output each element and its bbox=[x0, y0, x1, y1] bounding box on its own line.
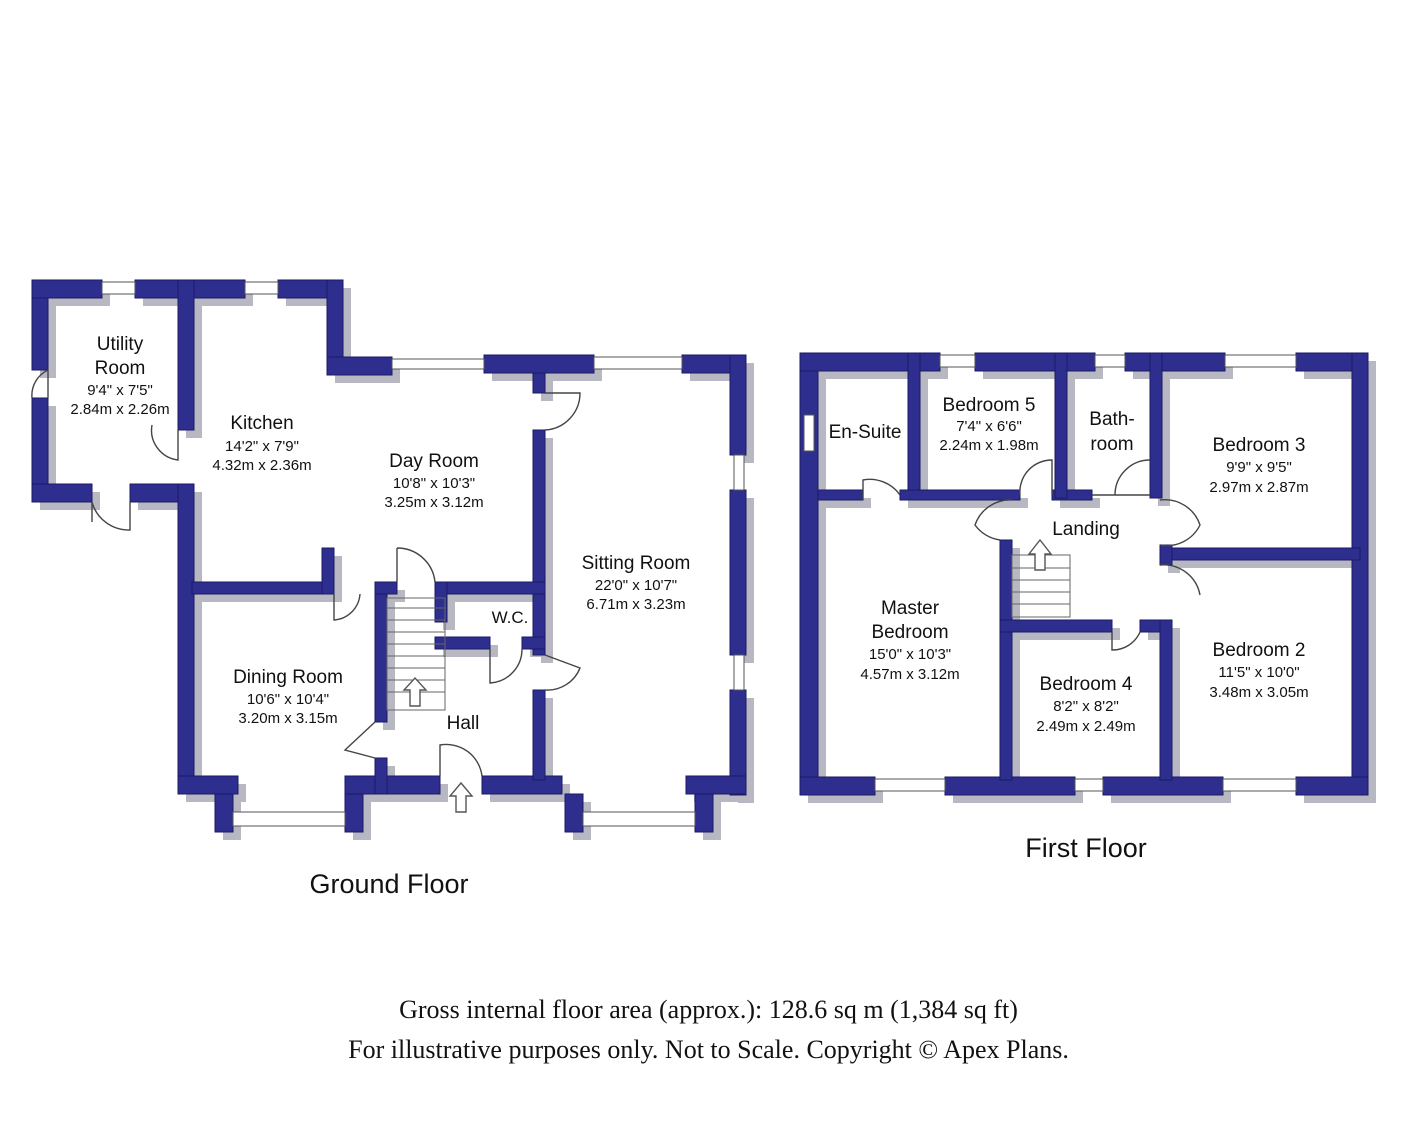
bedroom4-metric: 2.49m x 2.49m bbox=[1036, 718, 1135, 735]
dining-room-metric: 3.20m x 3.15m bbox=[238, 710, 337, 727]
bedroom3-label: Bedroom 3 bbox=[1213, 435, 1306, 456]
sitting-room-imperial: 22'0" x 10'7" bbox=[595, 577, 677, 594]
master-bedroom-metric: 4.57m x 3.12m bbox=[860, 666, 959, 683]
day-room-label: Day Room bbox=[389, 451, 479, 472]
dining-room-imperial: 10'6" x 10'4" bbox=[247, 691, 329, 708]
bedroom3-imperial: 9'9" x 9'5" bbox=[1226, 459, 1292, 476]
bedroom2-imperial: 11'5" x 10'0" bbox=[1218, 664, 1299, 681]
hall-label: Hall bbox=[447, 713, 480, 734]
entrance-arrow-icon bbox=[448, 781, 474, 813]
utility-label-2: Room bbox=[95, 358, 146, 379]
master-bedroom-imperial: 15'0" x 10'3" bbox=[869, 646, 951, 663]
floor-area-note: Gross internal floor area (approx.): 128… bbox=[399, 995, 1018, 1024]
kitchen-label: Kitchen bbox=[230, 413, 293, 434]
bedroom5-imperial: 7'4" x 6'6" bbox=[956, 418, 1022, 435]
sitting-room-metric: 6.71m x 3.23m bbox=[586, 596, 685, 613]
day-room-metric: 3.25m x 3.12m bbox=[384, 494, 483, 511]
windows bbox=[101, 281, 1297, 827]
kitchen-metric: 4.32m x 2.36m bbox=[212, 457, 311, 474]
wc-label: W.C. bbox=[492, 608, 529, 627]
bedroom2-metric: 3.48m x 3.05m bbox=[1209, 684, 1308, 701]
labels-first: En-Suite Bedroom 5 7'4" x 6'6" 2.24m x 1… bbox=[829, 395, 1309, 735]
ground-floor-title: Ground Floor bbox=[309, 869, 468, 899]
bathroom-label-1: Bath- bbox=[1089, 409, 1134, 430]
bedroom3-metric: 2.97m x 2.87m bbox=[1209, 479, 1308, 496]
bedroom2-label: Bedroom 2 bbox=[1213, 640, 1306, 661]
stairs-first bbox=[1011, 538, 1071, 618]
bathroom-label-2: room bbox=[1090, 434, 1133, 455]
doors bbox=[31, 369, 1201, 777]
master-bedroom-label-2: Bedroom bbox=[871, 622, 948, 643]
bedroom5-label: Bedroom 5 bbox=[943, 395, 1036, 416]
labels-ground: Utility Room 9'4" x 7'5" 2.84m x 2.26m K… bbox=[70, 334, 690, 734]
bedroom5-metric: 2.24m x 1.98m bbox=[939, 437, 1038, 454]
walls bbox=[31, 279, 1369, 833]
en-suite-label: En-Suite bbox=[829, 422, 902, 443]
dining-room-label: Dining Room bbox=[233, 667, 343, 688]
bedroom4-label: Bedroom 4 bbox=[1040, 674, 1133, 695]
master-bedroom-label-1: Master bbox=[881, 598, 940, 619]
kitchen-imperial: 14'2" x 7'9" bbox=[225, 438, 299, 455]
bedroom4-imperial: 8'2" x 8'2" bbox=[1053, 698, 1119, 715]
landing-label: Landing bbox=[1052, 519, 1120, 540]
sitting-room-label: Sitting Room bbox=[582, 553, 691, 574]
utility-label-1: Utility bbox=[97, 334, 144, 355]
day-room-imperial: 10'8" x 10'3" bbox=[393, 475, 475, 492]
stairs-ground bbox=[386, 597, 446, 711]
disclaimer-note: For illustrative purposes only. Not to S… bbox=[348, 1035, 1069, 1064]
first-floor-title: First Floor bbox=[1025, 833, 1147, 863]
utility-imperial: 9'4" x 7'5" bbox=[87, 382, 153, 399]
utility-metric: 2.84m x 2.26m bbox=[70, 401, 169, 418]
